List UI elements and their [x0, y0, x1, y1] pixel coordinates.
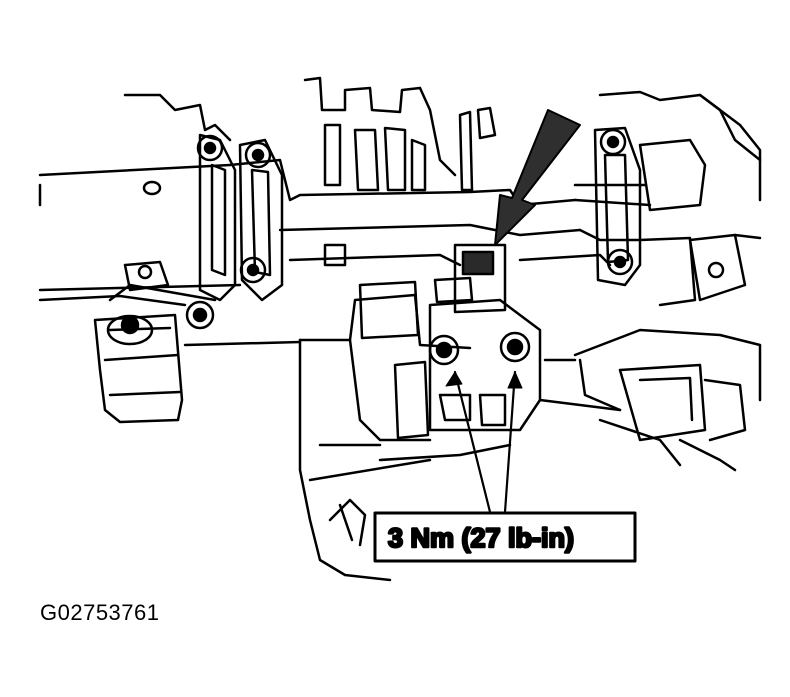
mounting-bolts — [428, 331, 531, 366]
upper-housing — [123, 76, 762, 212]
left-u-joint — [185, 133, 284, 330]
callout-leaders — [445, 370, 523, 514]
column-bracket — [183, 243, 542, 582]
right-u-joint — [593, 126, 697, 307]
torque-spec-label: 3 Nm (27 lb-in) — [388, 523, 574, 553]
steering-shaft-tube — [38, 158, 652, 307]
torque-callout: 3 Nm (27 lb-in) — [373, 511, 637, 563]
figure-id: G02753761 — [40, 600, 160, 625]
left-cylinder — [93, 260, 217, 424]
right-mount — [538, 233, 762, 472]
indicator-arrow — [494, 109, 581, 246]
